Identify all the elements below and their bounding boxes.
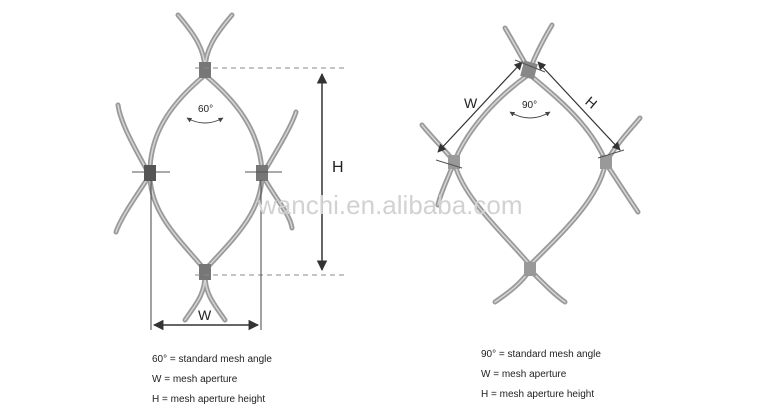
- right-legend: 90° = standard mesh angle W = mesh apert…: [481, 345, 601, 405]
- left-legend: 60° = standard mesh angle W = mesh apert…: [152, 350, 272, 410]
- left-angle-arc: [186, 117, 224, 124]
- right-angle-arc: [509, 111, 551, 119]
- right-legend-angle: 90° = standard mesh angle: [481, 349, 601, 360]
- left-mesh-diagram: H W 60°: [113, 12, 345, 331]
- right-tick-marks: [435, 59, 625, 169]
- right-height-label: H: [582, 93, 600, 112]
- left-legend-height: H = mesh aperture height: [152, 394, 266, 405]
- left-height-reference-lines: [195, 67, 345, 276]
- left-width-label: W: [198, 307, 212, 323]
- left-width-guides: [150, 180, 262, 330]
- left-legend-width: W = mesh aperture: [152, 374, 238, 385]
- right-mesh-diagram: W H 90°: [419, 22, 643, 305]
- left-height-label: H: [332, 159, 344, 176]
- right-legend-height: H = mesh aperture height: [481, 389, 595, 400]
- right-angle-label: 90°: [522, 100, 537, 111]
- watermark-text: wanchi.en.alibaba.com: [258, 190, 523, 220]
- right-dimension-lines: [437, 61, 621, 153]
- left-mesh-cables: [113, 12, 299, 323]
- left-legend-angle: 60° = standard mesh angle: [152, 354, 272, 365]
- right-legend-width: W = mesh aperture: [481, 369, 567, 380]
- right-width-label: W: [464, 95, 478, 111]
- left-angle-label: 60°: [198, 104, 213, 115]
